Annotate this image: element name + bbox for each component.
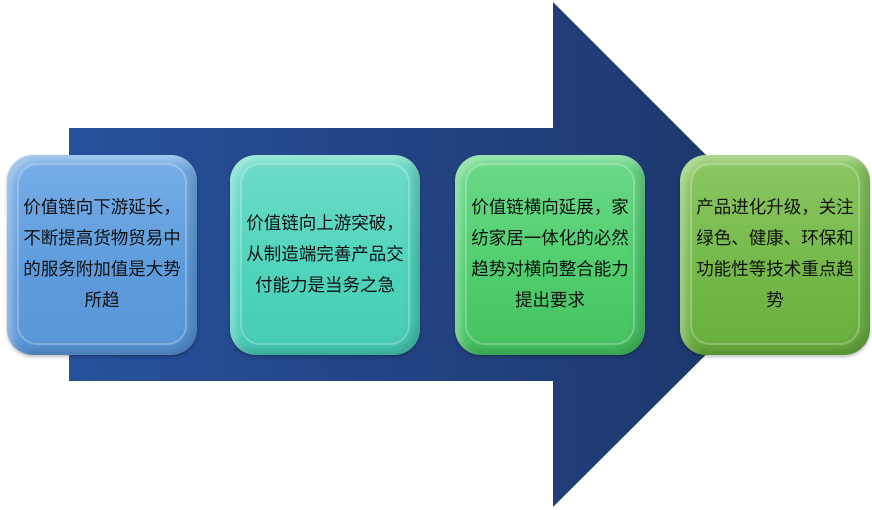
step-2-box: 价值链向上游突破，从制造端完善产品交付能力是当务之急	[230, 155, 420, 355]
step-3-box: 价值链横向延展，家纺家居一体化的必然趋势对横向整合能力提出要求	[455, 155, 645, 355]
step-4-box: 产品进化升级，关注绿色、健康、环保和功能性等技术重点趋势	[680, 155, 870, 355]
step-4-text: 产品进化升级，关注绿色、健康、环保和功能性等技术重点趋势	[696, 198, 854, 311]
step-1-text: 价值链向下游延长，不断提高货物贸易中的服务附加值是大势所趋	[23, 198, 181, 311]
step-2-text: 价值链向上游突破，从制造端完善产品交付能力是当务之急	[246, 213, 404, 296]
step-3-text: 价值链横向延展，家纺家居一体化的必然趋势对横向整合能力提出要求	[471, 198, 629, 311]
step-1-box: 价值链向下游延长，不断提高货物贸易中的服务附加值是大势所趋	[7, 155, 197, 355]
